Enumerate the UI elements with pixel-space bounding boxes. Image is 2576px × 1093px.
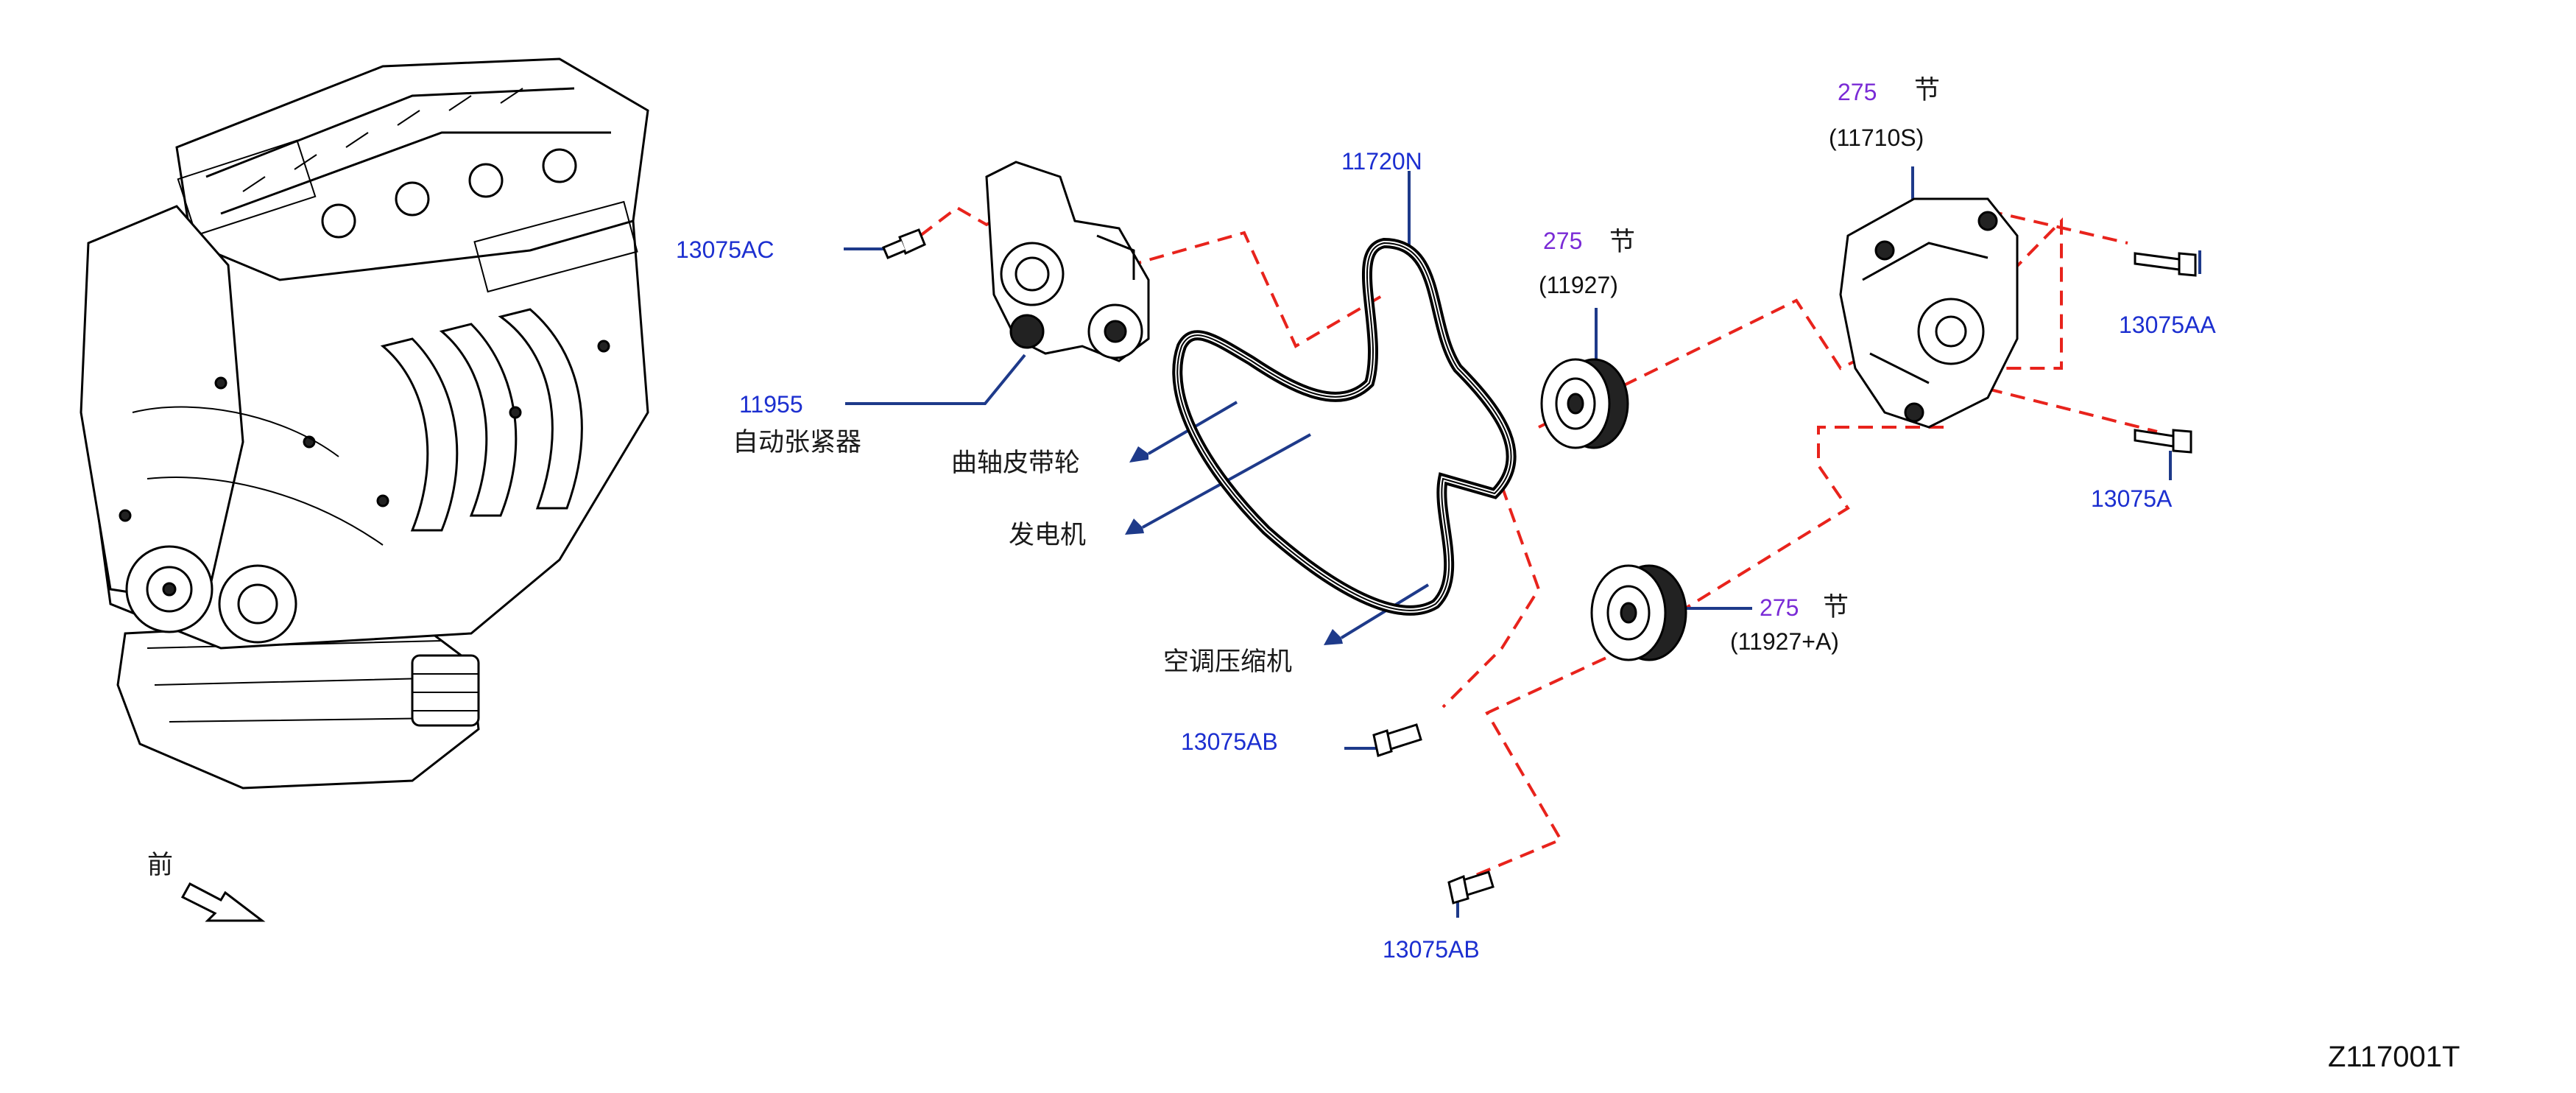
section-ref-3-text: 节 — [1823, 593, 1849, 622]
front-arrow-icon — [180, 882, 266, 922]
auto-tensioner — [985, 161, 1150, 362]
label-11720N[interactable]: 11720N — [1341, 148, 1422, 175]
bolt-13075AC — [882, 228, 926, 259]
label-13075AC[interactable]: 13075AC — [676, 236, 774, 263]
section-ref-2-number[interactable]: 275 — [1838, 79, 1877, 105]
bolt-13075A — [2134, 429, 2192, 454]
label-13075A[interactable]: 13075A — [2091, 485, 2173, 512]
section-ref-1-number[interactable]: 275 — [1543, 228, 1582, 254]
section-ref-3-number[interactable]: 275 — [1760, 594, 1799, 621]
label-alternator: 发电机 — [1009, 521, 1086, 550]
label-11955[interactable]: 11955 — [739, 391, 803, 418]
label-13075AB-upper[interactable]: 13075AB — [1181, 728, 1278, 755]
bracket-11710S — [1839, 197, 2019, 429]
label-11927[interactable]: (11927) — [1539, 272, 1618, 298]
label-13075AA[interactable]: 13075AA — [2119, 312, 2216, 338]
labels: 13075AC 11955 自动张紧器 11720N 曲轴皮带轮 发电机 空调压… — [147, 76, 2460, 1073]
engine-illustration — [80, 57, 649, 790]
bolt-13075AB-lower — [1447, 871, 1495, 904]
diagram-code: Z117001T — [2328, 1041, 2460, 1073]
label-11927A[interactable]: (11927+A) — [1730, 628, 1839, 655]
idler-pulley-11927A — [1590, 564, 1687, 661]
idler-pulley-11927 — [1540, 358, 1629, 449]
label-crank-pulley: 曲轴皮带轮 — [951, 449, 1080, 478]
label-ac-compressor: 空调压缩机 — [1163, 647, 1292, 677]
label-front: 前 — [147, 851, 173, 880]
label-tensioner: 自动张紧器 — [733, 428, 861, 457]
serpentine-belt — [1172, 237, 1517, 616]
bolt-13075AB-upper — [1372, 723, 1422, 757]
bolt-13075AA — [2134, 252, 2197, 277]
label-11710S[interactable]: (11710S) — [1829, 124, 1924, 151]
section-ref-2-text: 节 — [1914, 76, 1940, 105]
section-ref-1-text: 节 — [1609, 228, 1635, 257]
label-13075AB-lower[interactable]: 13075AB — [1383, 936, 1480, 963]
